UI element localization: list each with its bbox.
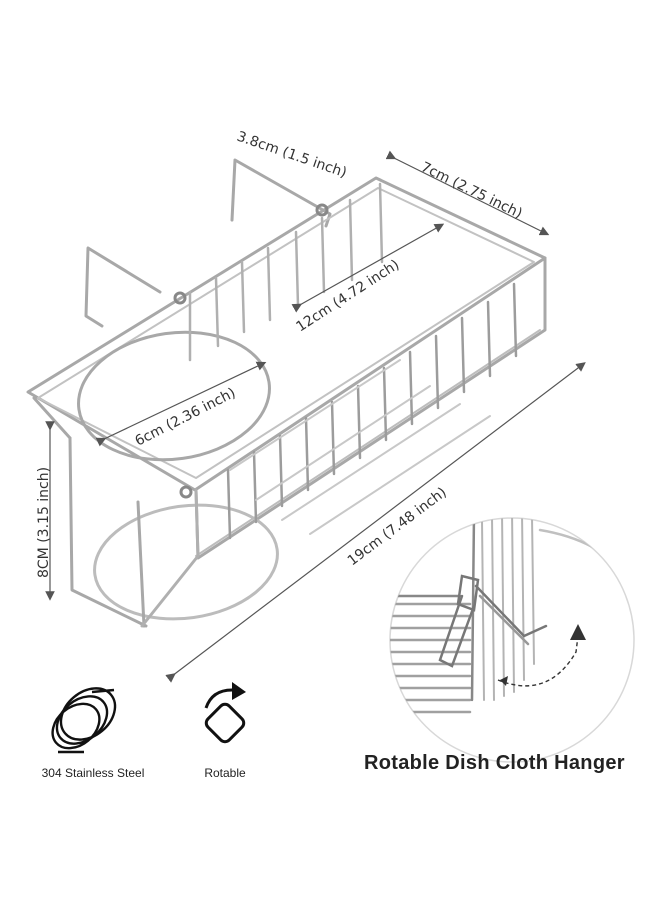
dim-depth-label: 3.8cm (1.5 inch): [235, 129, 349, 182]
detail-caption: Rotable Dish Cloth Hanger: [364, 752, 625, 774]
rotation-caption: Rotable: [204, 766, 246, 780]
dim-height-label: 8CM (3.15 inch): [36, 467, 52, 578]
dimension-lines: [45, 150, 586, 683]
rotate-icon: [204, 682, 246, 744]
hanger-detail-view: [389, 517, 635, 763]
material-caption: 304 Stainless Steel: [41, 766, 145, 780]
dim-width-label: 7cm (2.75 inch): [418, 159, 524, 222]
dim-inner-length-label: 12cm (4.72 inch): [293, 257, 402, 335]
steel-coil-icon: [51, 687, 117, 754]
